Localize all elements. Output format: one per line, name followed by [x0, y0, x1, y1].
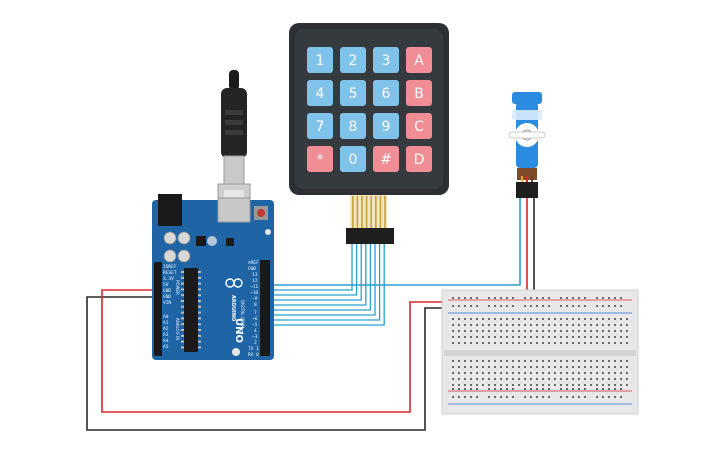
label-gnd1: GND: [163, 288, 171, 294]
label-d7: 7: [254, 310, 257, 316]
keypad-key-label: 1: [316, 53, 325, 69]
label-a2: A2: [163, 326, 169, 332]
label-ioref: IOREF: [163, 264, 177, 270]
label-a4: A4: [163, 338, 169, 344]
keypad-key-4[interactable]: 4: [307, 80, 333, 106]
label-d2: 2: [254, 340, 257, 346]
label-a0: A0: [163, 314, 169, 320]
keypad-key-label: D: [414, 152, 425, 168]
label-vin: VIN: [163, 300, 171, 306]
keypad-key-label: 3: [382, 53, 391, 69]
keypad: 1 2 3 A 4 5 6 B 7 8 9 C * 0 # D: [289, 23, 449, 244]
keypad-key-label: 5: [349, 86, 358, 102]
arduino-brand: ARDUINO: [230, 295, 236, 321]
keypad-key-8[interactable]: 8: [340, 113, 366, 139]
keypad-key-9[interactable]: 9: [373, 113, 399, 139]
keypad-key-label: 7: [316, 119, 325, 135]
keypad-key-5[interactable]: 5: [340, 80, 366, 106]
label-3v3: 3.3V: [163, 276, 174, 282]
keypad-key-2[interactable]: 2: [340, 47, 366, 73]
label-aref: AREF: [248, 260, 259, 266]
label-d3: ~3: [252, 334, 258, 340]
keypad-key-label: *: [317, 152, 324, 168]
keypad-key-3[interactable]: 3: [373, 47, 399, 73]
label-d10: ~10: [250, 290, 258, 296]
label-d13: 13: [252, 272, 258, 278]
label-d12: 12: [252, 278, 258, 284]
arduino-uno: ARDUINO UNO AREF GND 13 12 ~11 ~10 ~9 8 …: [152, 194, 274, 360]
keypad-key-d[interactable]: D: [406, 146, 432, 172]
keypad-key-1[interactable]: 1: [307, 47, 333, 73]
label-gnd2: GND: [163, 294, 171, 300]
keypad-key-b[interactable]: B: [406, 80, 432, 106]
keypad-key-label: #: [380, 152, 392, 168]
wire-servo-signal: [270, 196, 521, 286]
keypad-key-star[interactable]: *: [307, 146, 333, 172]
keypad-key-label: 6: [382, 86, 391, 102]
label-rx: RX 0: [248, 352, 259, 358]
keypad-key-6[interactable]: 6: [373, 80, 399, 106]
label-tx: TX 1: [248, 346, 259, 352]
label-d5: ~5: [252, 322, 258, 328]
wire-black: [86, 296, 452, 431]
label-a3: A3: [163, 332, 169, 338]
keypad-key-label: 4: [316, 86, 325, 102]
keypad-key-0[interactable]: 0: [340, 146, 366, 172]
keypad-key-label: B: [414, 86, 424, 102]
label-5v: 5V: [163, 282, 169, 288]
keypad-key-7[interactable]: 7: [307, 113, 333, 139]
breadboard: [441, 289, 639, 415]
keypad-key-label: 0: [349, 152, 358, 168]
keypad-key-c[interactable]: C: [406, 113, 432, 139]
wires: [86, 196, 535, 431]
label-d4: 4: [254, 328, 257, 334]
keypad-key-label: A: [414, 53, 424, 69]
keypad-key-label: 2: [349, 53, 358, 69]
label-gnd-top: GND: [248, 266, 256, 272]
label-d6: ~6: [252, 316, 258, 322]
label-analog: ANALOG IN: [175, 318, 180, 340]
label-d8: 8: [254, 302, 257, 308]
keypad-key-a[interactable]: A: [406, 47, 432, 73]
keypad-key-label: 9: [382, 119, 391, 135]
keypad-key-label: C: [414, 119, 424, 135]
keypad-key-label: 8: [349, 119, 358, 135]
label-d11: ~11: [250, 284, 258, 290]
label-digital: DIGITAL (PWM ~): [240, 300, 245, 335]
wire-red: [101, 289, 452, 413]
arduino-model: UNO: [233, 318, 244, 343]
label-a1: A1: [163, 320, 169, 326]
label-reset: RESET: [163, 270, 177, 276]
label-a5: A5: [163, 344, 169, 350]
keypad-key-hash[interactable]: #: [373, 146, 399, 172]
label-power: POWER: [175, 280, 180, 295]
label-d9: ~9: [252, 296, 258, 302]
keypad-wires: [270, 244, 385, 326]
servo-motor: [508, 92, 546, 198]
